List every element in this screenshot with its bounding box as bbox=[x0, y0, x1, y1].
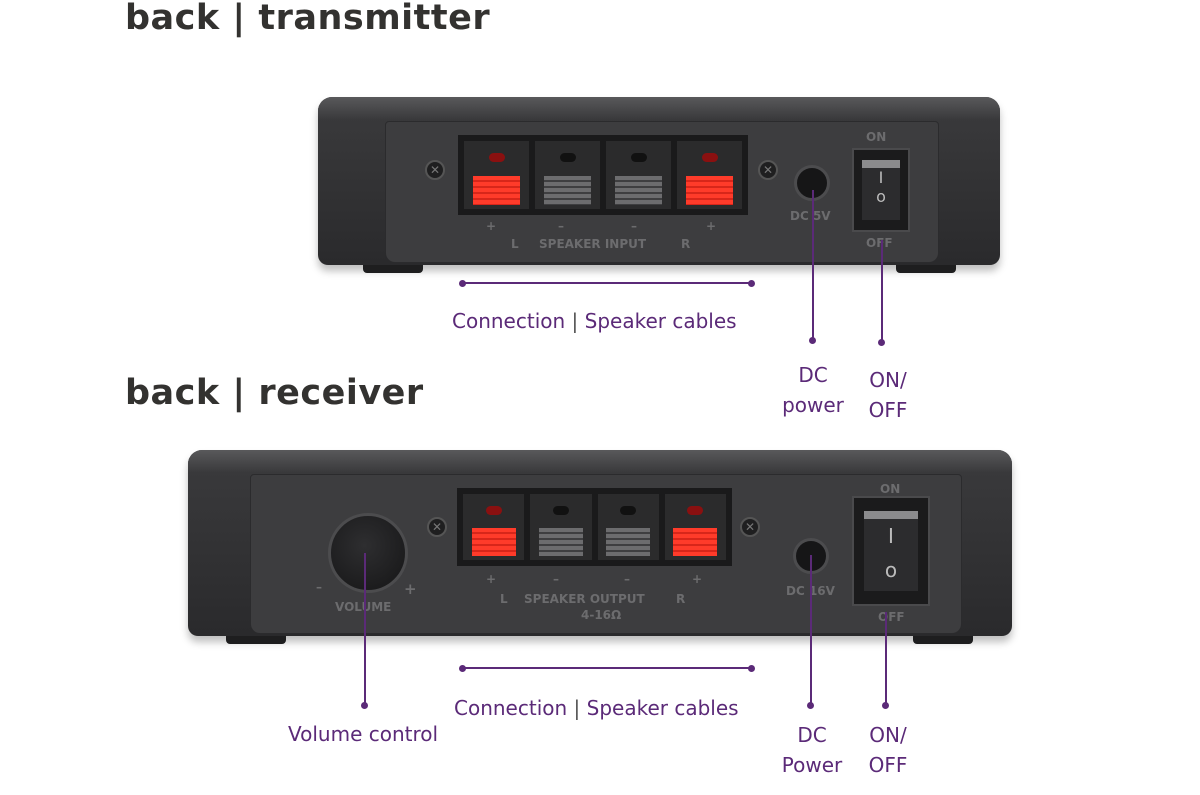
transmitter-onoff-line bbox=[881, 240, 883, 342]
print-left: L bbox=[511, 237, 519, 251]
receiver-dc-line bbox=[810, 555, 812, 705]
receiver-onoff-line bbox=[885, 612, 887, 705]
print-off: OFF bbox=[878, 610, 905, 624]
transmitter-connection-callout: Connection | Speaker cables bbox=[452, 309, 737, 333]
print-sign: – bbox=[553, 572, 559, 586]
screw-icon: ✕ bbox=[425, 160, 445, 180]
print-plus: + bbox=[404, 580, 417, 598]
receiver-volume-line bbox=[364, 553, 366, 705]
receiver-device: – + VOLUME ✕ ✕ + – – + L SPEAKER OUTPUT … bbox=[188, 450, 1012, 644]
receiver-connection-line bbox=[462, 667, 752, 669]
print-sign: – bbox=[624, 572, 630, 586]
print-sign: + bbox=[486, 219, 497, 233]
print-speaker-input: SPEAKER INPUT bbox=[539, 237, 647, 251]
print-sign: – bbox=[558, 219, 564, 233]
speaker-input-terminals bbox=[458, 135, 748, 215]
screw-icon: ✕ bbox=[740, 517, 760, 537]
print-on: ON bbox=[880, 482, 901, 496]
transmitter-onoff-callout: ON/OFF bbox=[868, 368, 908, 422]
print-speaker-output: SPEAKER OUTPUT bbox=[524, 592, 645, 606]
print-sign: + bbox=[706, 219, 717, 233]
terminal-left-negative bbox=[535, 141, 600, 209]
receiver-heading: back | receiver bbox=[125, 373, 424, 413]
terminal-left-positive bbox=[464, 141, 529, 209]
print-minus: – bbox=[316, 580, 322, 594]
print-impedance: 4-16Ω bbox=[581, 608, 622, 622]
terminal-right-negative bbox=[606, 141, 671, 209]
transmitter-dc-line bbox=[812, 190, 814, 340]
receiver-connection-callout: Connection | Speaker cables bbox=[454, 696, 739, 720]
print-dc: DC 5V bbox=[790, 209, 831, 223]
print-off: OFF bbox=[866, 236, 893, 250]
print-right: R bbox=[681, 237, 691, 251]
print-right: R bbox=[676, 592, 686, 606]
terminal-right-positive bbox=[664, 494, 726, 560]
receiver-volume-callout: Volume control bbox=[288, 722, 439, 746]
transmitter-heading: back | transmitter bbox=[125, 0, 491, 38]
print-volume: VOLUME bbox=[335, 600, 391, 614]
volume-knob bbox=[328, 513, 408, 593]
terminal-left-positive bbox=[463, 494, 525, 560]
transmitter-connection-line bbox=[462, 282, 752, 284]
screw-icon: ✕ bbox=[758, 160, 778, 180]
screw-icon: ✕ bbox=[427, 517, 447, 537]
speaker-output-terminals bbox=[457, 488, 732, 566]
transmitter-device: ✕ ✕ + – – + L SPEAKER INPUT R DC 5V ON I… bbox=[318, 97, 1000, 273]
print-sign: + bbox=[692, 572, 703, 586]
print-on: ON bbox=[866, 130, 887, 144]
print-left: L bbox=[500, 592, 508, 606]
terminal-left-negative bbox=[530, 494, 592, 560]
print-sign: – bbox=[631, 219, 637, 233]
print-sign: + bbox=[486, 572, 497, 586]
receiver-onoff-callout: ON/OFF bbox=[868, 723, 908, 777]
terminal-right-negative bbox=[597, 494, 659, 560]
terminal-right-positive bbox=[677, 141, 742, 209]
